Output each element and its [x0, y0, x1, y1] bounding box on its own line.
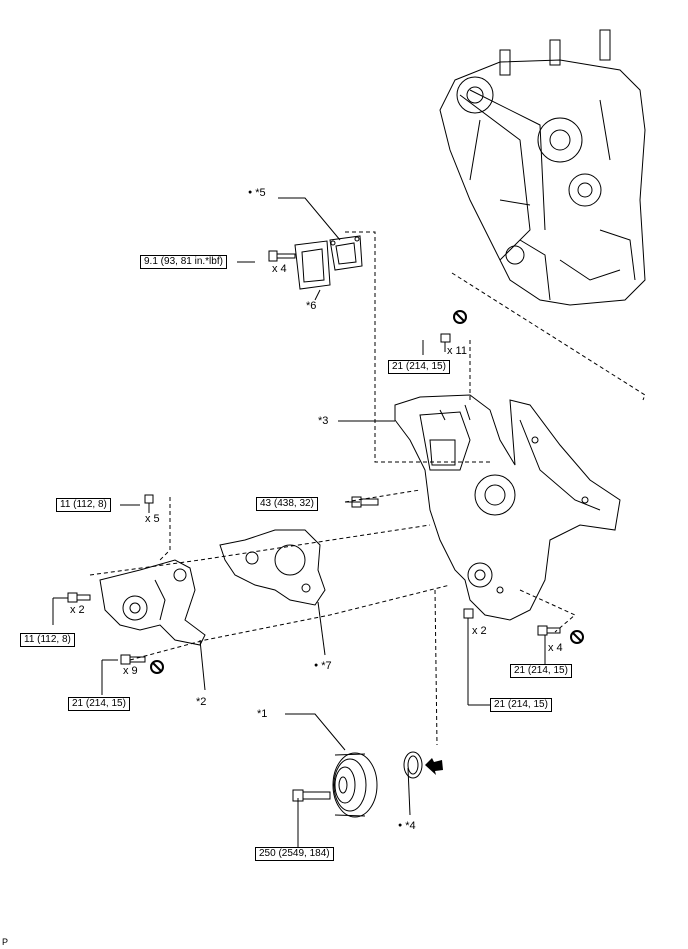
- bolt-pulley: [292, 789, 331, 802]
- torque-pump-top: 11 (112, 8): [56, 498, 111, 512]
- callout-7: *7: [314, 660, 331, 672]
- bolt-pump-cover: [268, 250, 296, 262]
- callout-3: *3: [318, 415, 329, 427]
- qty-cover-bottom-bolts: x 2: [472, 625, 487, 637]
- torque-timing-cover-top: 21 (214, 15): [388, 360, 450, 374]
- no-reuse-icon: [570, 630, 584, 644]
- qty-pump-cover-bolts: x 4: [272, 263, 287, 275]
- torque-cover-bottom: 21 (214, 15): [490, 698, 552, 712]
- bolt-cover-mid: [351, 496, 379, 508]
- timing-chain-cover: [394, 394, 621, 621]
- callout-5: *5: [248, 187, 265, 199]
- apply-oil-arrow-icon: [425, 758, 443, 775]
- bolt-cover-bottom-right: [537, 625, 561, 636]
- torque-pump-left: 11 (112, 8): [20, 633, 75, 647]
- torque-pump-bottom: 21 (214, 15): [68, 697, 130, 711]
- bolt-cover-bottom: [463, 608, 474, 624]
- callout-4: *4: [398, 820, 415, 832]
- qty-pump-left-bolts: x 2: [70, 604, 85, 616]
- qty-pump-top-bolts: x 5: [145, 513, 160, 525]
- water-inlet-cover: [329, 235, 363, 271]
- qty-cover-bottom-right-bolts: x 4: [548, 642, 563, 654]
- callout-6: *6: [306, 300, 317, 312]
- crankshaft-pulley: [332, 752, 378, 818]
- qty-pump-bottom-bolts: x 9: [123, 665, 138, 677]
- bolt-pump-left: [67, 592, 91, 603]
- water-pump-gasket: [219, 529, 326, 606]
- no-reuse-icon: [453, 310, 467, 324]
- callout-1: *1: [257, 708, 268, 720]
- callout-2: *2: [196, 696, 207, 708]
- torque-cover-bottom-right: 21 (214, 15): [510, 664, 572, 678]
- oil-seal: [403, 751, 423, 779]
- no-reuse-icon: [150, 660, 164, 674]
- torque-pump-cover: 9.1 (93, 81 in.*lbf): [140, 255, 227, 269]
- bolt-cover-top: [440, 333, 451, 352]
- assembly-lines: [89, 231, 646, 746]
- cover-gasket: [294, 240, 331, 290]
- bolt-pump-top: [144, 494, 154, 513]
- torque-pulley: 250 (2549, 184): [255, 847, 334, 861]
- corner-mark: P: [2, 937, 9, 947]
- water-pump: [99, 559, 206, 646]
- qty-cover-top-bolts: x 11: [447, 345, 467, 357]
- bolt-pump-bottom: [120, 654, 146, 665]
- torque-cover-mid: 43 (438, 32): [256, 497, 318, 511]
- leader-lines: [52, 197, 546, 850]
- engine-block: [439, 29, 646, 306]
